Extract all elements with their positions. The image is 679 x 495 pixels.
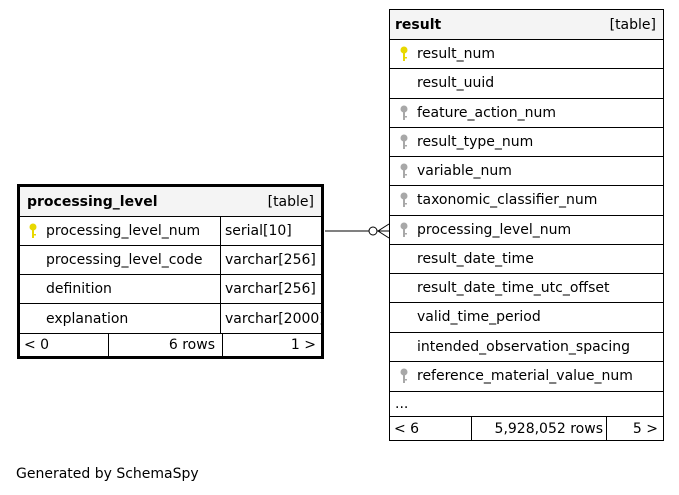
table-title: result [395,16,442,33]
column-row[interactable]: valid_time_period [390,303,663,333]
column-row[interactable]: result_date_time [390,245,663,274]
column-name: result_type_num [417,133,534,150]
column-name: definition [46,281,112,297]
column-name: result_uuid [417,75,495,92]
column-type: varchar[256] [225,281,316,297]
column-row[interactable]: variable_num [390,157,663,187]
processing-level-table[interactable]: processing_level [table] processing_leve… [17,184,325,359]
column-row[interactable]: intended_observation_spacing [390,333,663,362]
column-row[interactable]: processing_level_code varchar[256] [20,246,321,275]
footer-children[interactable]: 5 > [632,420,658,437]
column-row[interactable]: reference_material_value_num [390,362,663,391]
generated-by-footer: Generated by SchemaSpy [16,466,199,482]
column-type: serial[10] [225,223,292,239]
footer-parents[interactable]: < 0 [24,337,50,353]
column-name: variable_num [417,163,512,180]
table-type-tag: [table] [609,16,656,33]
primary-key-icon [399,46,409,62]
column-row[interactable]: result_date_time_utc_offset [390,274,663,304]
column-name: processing_level_num [417,221,572,238]
column-type: varchar[2000] [225,310,325,327]
footer-parents[interactable]: < 6 [394,420,420,437]
result-header: result [table] [390,10,663,40]
column-row[interactable]: result_uuid [390,69,663,99]
table-type-tag: [table] [267,193,314,210]
result-ellipsis-row: ... [390,391,663,416]
column-row[interactable]: taxonomic_classifier_num [390,186,663,216]
table-title: processing_level [27,193,158,210]
column-name: processing_level_num [46,223,201,239]
foreign-key-icon [399,134,409,150]
column-row[interactable]: result_type_num [390,128,663,157]
processing-level-header: processing_level [table] [20,187,321,217]
column-row[interactable]: explanation varchar[2000] [20,304,325,333]
crowfoot-line-upper [377,223,390,232]
column-row[interactable]: result_num [390,40,663,70]
foreign-key-icon [399,192,409,208]
column-name: processing_level_code [46,252,203,268]
crowfoot-line-lower [377,230,390,239]
foreign-key-icon [399,163,409,179]
foreign-key-icon [399,368,409,384]
footer-row-count: 6 rows [168,337,215,353]
column-row[interactable]: feature_action_num [390,99,663,128]
column-name: intended_observation_spacing [417,338,631,355]
foreign-key-icon [399,222,409,238]
column-name: reference_material_value_num [417,368,633,385]
processing-level-footer: < 0 6 rows 1 > [20,333,321,356]
column-name: result_date_time [417,250,534,267]
primary-key-icon [28,223,38,239]
column-type: varchar[256] [225,252,316,268]
column-row[interactable]: processing_level_num serial[10] [20,217,321,246]
column-name: result_num [417,46,495,63]
more-columns-ellipsis[interactable]: ... [395,396,409,412]
footer-row-count: 5,928,052 rows [494,420,603,437]
column-row[interactable]: processing_level_num [390,216,663,245]
column-name: explanation [46,310,129,327]
column-name: taxonomic_classifier_num [417,192,598,209]
column-name: result_date_time_utc_offset [417,280,610,297]
zero-optional-marker [368,226,378,236]
column-row[interactable]: definition varchar[256] [20,275,321,304]
footer-children[interactable]: 1 > [290,337,316,353]
column-name: feature_action_num [417,104,557,121]
foreign-key-icon [399,105,409,121]
column-name: valid_time_period [417,309,541,326]
result-footer: < 6 5,928,052 rows 5 > [390,416,663,440]
